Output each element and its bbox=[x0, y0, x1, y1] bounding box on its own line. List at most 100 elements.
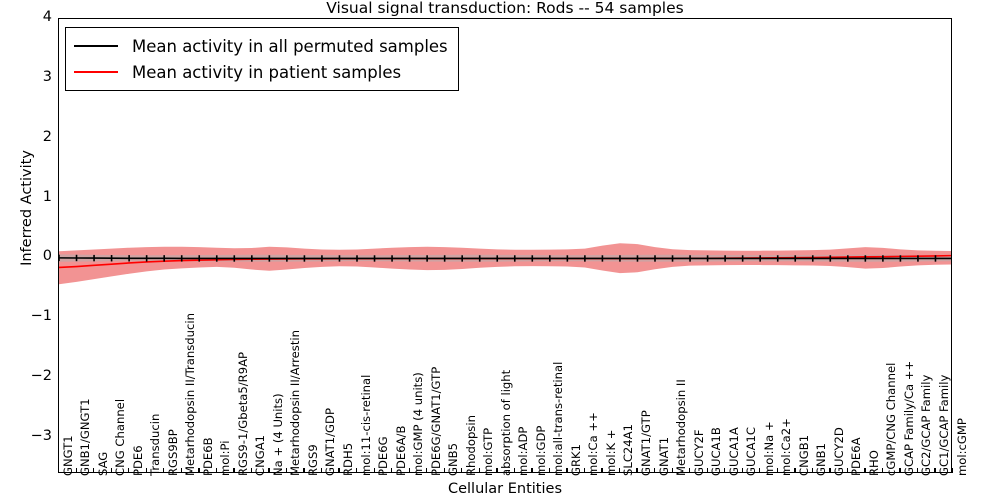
legend-label-permuted: Mean activity in all permuted samples bbox=[132, 36, 448, 56]
x-tick-mark bbox=[654, 468, 656, 473]
x-tick-label: cGMP/CNG Channel bbox=[884, 362, 899, 476]
x-tick-mark bbox=[285, 468, 288, 473]
x-tick-mark bbox=[899, 468, 901, 473]
x-tick-mark bbox=[724, 468, 726, 473]
y-tick-label: 1 bbox=[42, 188, 52, 205]
x-tick-label: GRK1 bbox=[568, 443, 583, 476]
x-tick-label: RGS9 bbox=[305, 444, 320, 476]
x-tick-label: mol:cGMP bbox=[954, 418, 969, 476]
permuted-mean-markers bbox=[59, 254, 937, 262]
x-tick-label: mol:ADP bbox=[516, 426, 531, 476]
x-tick-label: GUCA1B bbox=[709, 427, 724, 476]
x-tick-label: GNAT1/GTP bbox=[638, 410, 653, 476]
x-tick-label: GUCY2D bbox=[831, 427, 846, 476]
x-tick-mark bbox=[145, 468, 147, 473]
x-tick-label: PDE6 bbox=[130, 445, 145, 476]
x-tick-label: PDE6A bbox=[849, 437, 864, 476]
x-tick-mark bbox=[934, 468, 936, 473]
legend-swatch-permuted bbox=[74, 45, 118, 47]
x-tick-label: GNAT1/GDP bbox=[323, 408, 338, 476]
x-tick-mark bbox=[952, 468, 954, 473]
x-tick-mark bbox=[618, 468, 621, 473]
x-tick-label: Metarhodopsin II/Transducin bbox=[183, 313, 198, 476]
x-tick-mark bbox=[583, 468, 586, 473]
x-tick-mark bbox=[443, 468, 445, 473]
x-tick-label: Metarhodopsin II bbox=[674, 379, 689, 476]
x-tick-label: mol:K + bbox=[603, 429, 618, 476]
x-tick-mark bbox=[198, 468, 200, 473]
x-tick-label: GUCY2F bbox=[691, 429, 706, 477]
x-tick-mark bbox=[864, 468, 866, 473]
x-tick-label: GUCA1A bbox=[726, 427, 741, 476]
x-tick-label: SAG bbox=[95, 451, 110, 476]
x-tick-label: RDH5 bbox=[340, 442, 355, 476]
x-tick-label: Transducin bbox=[148, 413, 163, 476]
x-tick-mark bbox=[93, 468, 95, 473]
x-tick-label: mol:11-cis-retinal bbox=[358, 374, 373, 476]
x-tick-mark bbox=[461, 468, 463, 473]
x-tick-mark bbox=[671, 468, 673, 473]
x-tick-label: PDE6G bbox=[376, 436, 391, 476]
x-tick-mark bbox=[566, 468, 568, 473]
page-title: Visual signal transduction: Rods -- 54 s… bbox=[326, 0, 684, 17]
x-tick-label: GC2/GCAP Family bbox=[919, 374, 934, 476]
x-tick-label: RGS9BP bbox=[165, 429, 180, 476]
x-tick-label: RHO bbox=[866, 450, 881, 476]
x-tick-mark bbox=[268, 468, 270, 473]
x-tick-label: PDE6G/GNAT1/GTP bbox=[428, 366, 443, 476]
x-tick-mark bbox=[58, 468, 60, 473]
x-tick-mark bbox=[829, 468, 831, 473]
y-tick-label: 4 bbox=[42, 9, 52, 25]
permuted-mean-line bbox=[59, 257, 951, 260]
x-tick-label: mol:Pi bbox=[218, 440, 233, 476]
x-tick-label: CNG Channel bbox=[113, 398, 128, 476]
x-tick-mark bbox=[601, 468, 603, 473]
x-tick-mark bbox=[128, 468, 130, 473]
x-tick-mark bbox=[881, 468, 884, 473]
y-tick-label: 3 bbox=[42, 68, 52, 85]
legend-item: Mean activity in all permuted samples bbox=[74, 33, 448, 59]
x-tick-label: GC1/GCAP Family bbox=[936, 374, 951, 476]
plot-svg bbox=[59, 243, 951, 285]
x-tick-label: RGS9-1/Gbeta5/R9AP bbox=[235, 351, 250, 476]
x-tick-mark bbox=[531, 468, 533, 473]
x-tick-label: Metarhodopsin II/Arrestin bbox=[288, 330, 303, 476]
x-tick-label: SLC24A1 bbox=[621, 424, 636, 476]
x-tick-mark bbox=[689, 468, 691, 473]
x-tick-label: mol:Ca ++ bbox=[586, 412, 601, 476]
legend-label-patient: Mean activity in patient samples bbox=[132, 62, 402, 82]
x-tick-mark bbox=[320, 468, 323, 473]
x-tick-label: GNB1/GNGT1 bbox=[78, 398, 93, 476]
x-tick-mark bbox=[741, 468, 743, 473]
x-tick-label: mol:Na + bbox=[761, 421, 776, 476]
x-tick-mark bbox=[794, 468, 796, 473]
x-tick-mark bbox=[250, 468, 253, 473]
x-tick-mark bbox=[233, 468, 235, 473]
x-tick-label: mol:GMP (4 units) bbox=[411, 372, 426, 476]
chart-legend: Mean activity in all permuted samples Me… bbox=[65, 27, 459, 91]
y-tick-label: 2 bbox=[42, 128, 52, 145]
x-tick-label: Na + (4 Units) bbox=[270, 393, 285, 476]
x-tick-label: Rhodopsin bbox=[463, 415, 478, 476]
x-tick-mark bbox=[356, 468, 358, 473]
x-tick-mark bbox=[110, 468, 112, 473]
y-tick-label: −1 bbox=[30, 308, 52, 325]
legend-item: Mean activity in patient samples bbox=[74, 59, 448, 85]
plot-area bbox=[58, 18, 952, 473]
x-axis-label: Cellular Entities bbox=[447, 481, 563, 497]
x-tick-label: GUCA1C bbox=[744, 427, 759, 476]
x-tick-label: PDE6A/B bbox=[393, 425, 408, 476]
legend-swatch-patient bbox=[74, 71, 118, 73]
x-tick-mark bbox=[408, 468, 410, 473]
y-tick-label: 0 bbox=[42, 248, 52, 265]
x-tick-mark bbox=[391, 468, 393, 473]
x-tick-mark bbox=[811, 468, 814, 473]
x-tick-label: mol:Ca2+ bbox=[779, 418, 794, 476]
x-tick-mark bbox=[180, 468, 182, 473]
x-tick-label: GCAP Family/Ca ++ bbox=[901, 360, 916, 476]
x-tick-label: absorption of light bbox=[498, 369, 513, 476]
x-tick-mark bbox=[513, 468, 516, 473]
y-tick-label: −2 bbox=[30, 368, 52, 385]
x-tick-mark bbox=[478, 468, 480, 473]
x-tick-mark bbox=[496, 468, 498, 473]
